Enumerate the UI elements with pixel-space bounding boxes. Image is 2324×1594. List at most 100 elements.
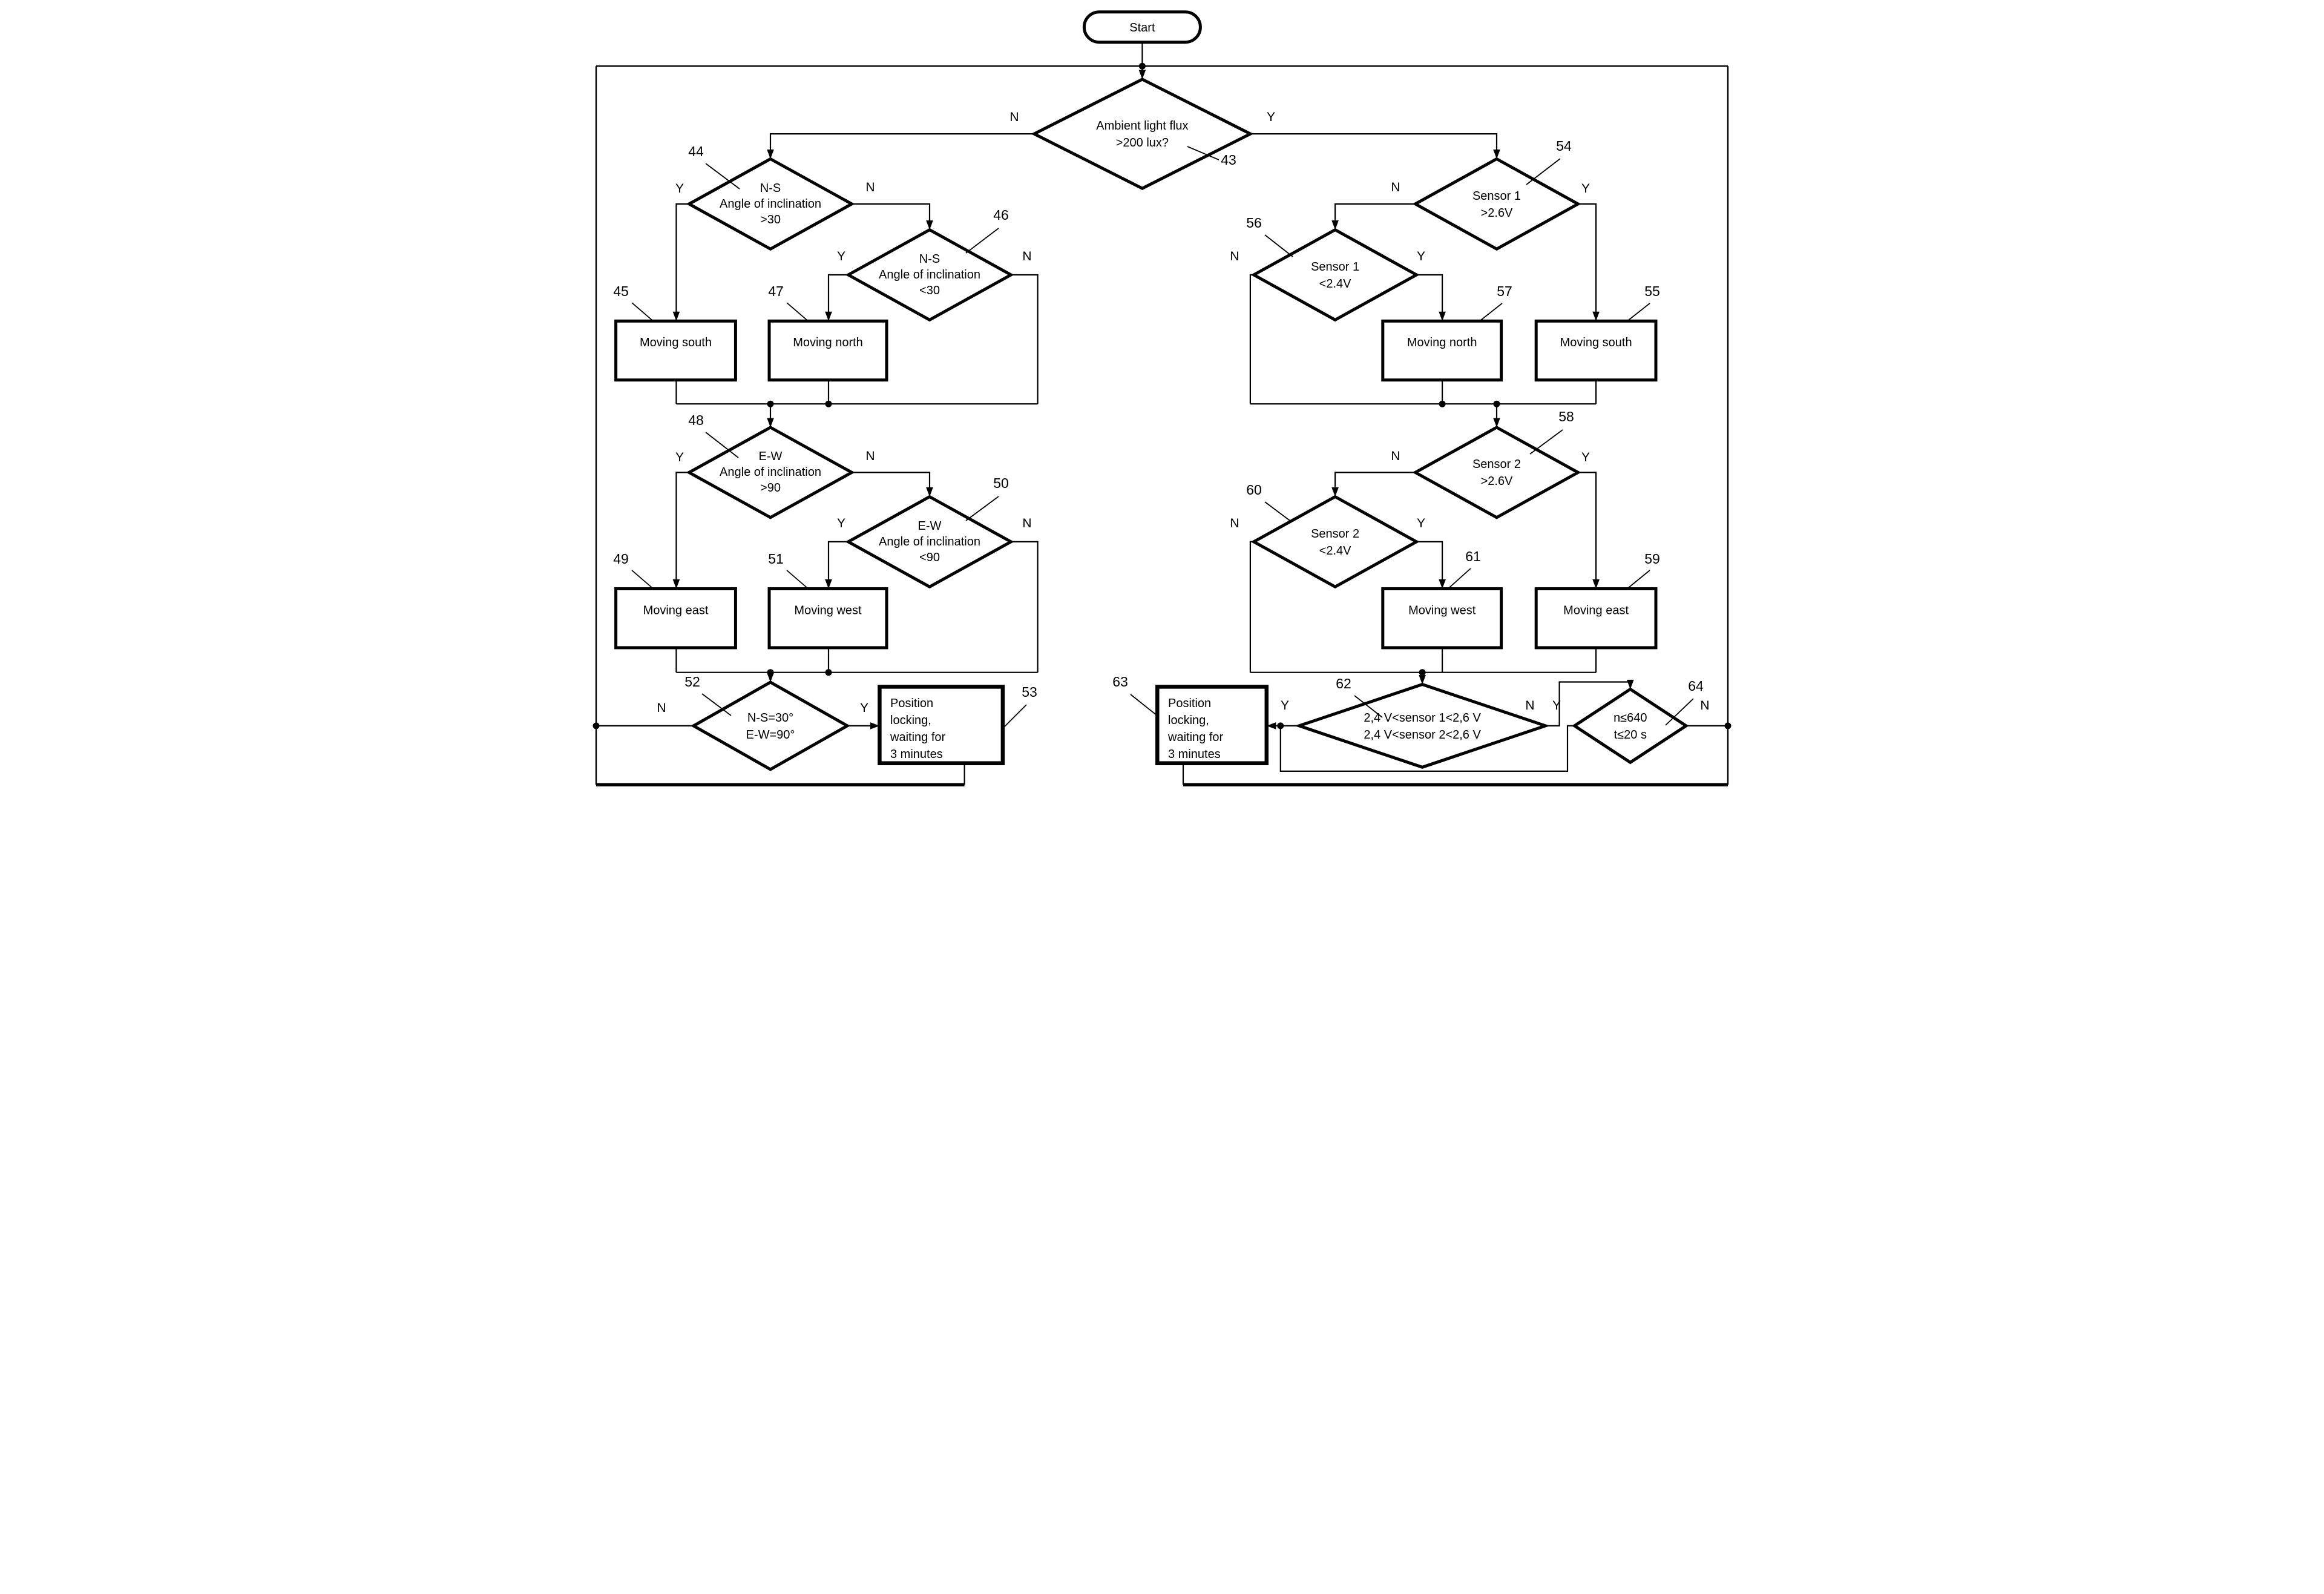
process-55-label: Moving south bbox=[1560, 336, 1632, 349]
decision-64-yes-label: Y bbox=[1552, 699, 1561, 713]
process-47-label: Moving north bbox=[793, 336, 863, 349]
process-61-shape bbox=[1381, 587, 1503, 650]
decision-60-line1: Sensor 2 bbox=[1311, 527, 1359, 541]
arrowhead-into-60 bbox=[1331, 487, 1339, 497]
ref-51-leader bbox=[786, 570, 809, 590]
process-53: Position locking, waiting for 3 minutes … bbox=[878, 684, 1037, 765]
ref-62: 62 bbox=[1336, 676, 1351, 691]
process-53-line3: waiting for bbox=[890, 731, 945, 744]
arrowhead-into-57 bbox=[1439, 311, 1446, 321]
decision-44: N-S Angle of inclination >30 44 Y N bbox=[675, 143, 875, 251]
edge-58-yes-to-59 bbox=[1578, 472, 1597, 589]
ref-53: 53 bbox=[1022, 684, 1037, 700]
junction-dot-coll2-a bbox=[767, 669, 774, 676]
ref-52: 52 bbox=[684, 674, 700, 690]
decision-52-line1: N-S=30° bbox=[747, 711, 793, 725]
edge-44-yes-to-45 bbox=[675, 203, 689, 321]
process-47-shape bbox=[767, 319, 888, 382]
decision-54-line2: >2.6V bbox=[1481, 206, 1513, 220]
ref-49-leader bbox=[631, 570, 654, 590]
ref-51: 51 bbox=[768, 551, 784, 567]
ref-53-leader bbox=[1003, 704, 1027, 728]
decision-54: Sensor 1 >2.6V 54 N Y bbox=[1391, 138, 1590, 251]
ref-54: 54 bbox=[1556, 138, 1572, 154]
ref-55: 55 bbox=[1644, 283, 1660, 299]
ref-43: 43 bbox=[1221, 152, 1236, 168]
decision-64-line2: t≤20 s bbox=[1614, 728, 1647, 742]
ref-46-leader bbox=[965, 228, 999, 254]
arrowhead-into-45 bbox=[672, 311, 680, 321]
process-63-shape bbox=[1155, 685, 1269, 765]
junction-dot-62-yes bbox=[1277, 722, 1284, 729]
decision-58-shape bbox=[1412, 426, 1581, 519]
ref-54-leader bbox=[1526, 158, 1561, 185]
process-59-shape bbox=[1534, 587, 1658, 650]
process-59: Moving east 59 bbox=[1534, 551, 1660, 650]
decision-64: n≤640 t≤20 s 64 Y N bbox=[1552, 678, 1710, 765]
ref-48: 48 bbox=[688, 412, 704, 428]
ref-47: 47 bbox=[768, 283, 784, 299]
junction-dot-coll1r-b bbox=[1493, 400, 1500, 407]
ref-56-leader bbox=[1264, 234, 1293, 257]
arrowhead-into-61 bbox=[1439, 579, 1446, 589]
decision-52-no-label: N bbox=[657, 701, 666, 715]
decision-58-line1: Sensor 2 bbox=[1472, 458, 1521, 471]
ref-55-leader bbox=[1626, 303, 1650, 322]
ref-63: 63 bbox=[1112, 674, 1128, 690]
decision-56-line1: Sensor 1 bbox=[1311, 260, 1359, 274]
decision-50-shape bbox=[845, 495, 1014, 589]
process-45: Moving south 45 bbox=[613, 283, 737, 382]
ref-44: 44 bbox=[688, 143, 704, 159]
decision-43-shape bbox=[1031, 77, 1254, 191]
process-51: Moving west 51 bbox=[767, 551, 888, 650]
process-55: Moving south 55 bbox=[1534, 283, 1660, 382]
decision-50-line1: E-W bbox=[918, 519, 942, 533]
start-shape bbox=[1082, 10, 1202, 44]
decision-50-no-label: N bbox=[1022, 516, 1031, 530]
decision-48-yes-label: Y bbox=[675, 450, 684, 464]
decision-50: E-W Angle of inclination <90 50 Y N bbox=[837, 475, 1032, 589]
decision-62-line1: 2,4 V<sensor 1<2,6 V bbox=[1364, 711, 1481, 725]
decision-43-no-label: N bbox=[1009, 110, 1019, 124]
flowchart-figure: Start Ambient light flux >200 lux? 43 N … bbox=[581, 0, 1743, 797]
process-47: Moving north 47 bbox=[767, 283, 888, 382]
process-51-shape bbox=[767, 587, 888, 650]
arrowhead-into-47 bbox=[825, 311, 832, 321]
edge-54-yes-to-55 bbox=[1578, 203, 1597, 321]
decision-62-yes-label: Y bbox=[1281, 699, 1289, 713]
process-57: Moving north 57 bbox=[1381, 283, 1512, 382]
ref-60-leader bbox=[1264, 501, 1292, 522]
ref-43-leader bbox=[1187, 146, 1219, 160]
ref-57-leader bbox=[1479, 303, 1503, 322]
process-61: Moving west 61 bbox=[1381, 548, 1503, 650]
decision-64-line1: n≤640 bbox=[1613, 711, 1647, 725]
decision-43: Ambient light flux >200 lux? 43 N Y bbox=[1009, 77, 1275, 191]
decision-52-yes-label: Y bbox=[860, 701, 868, 715]
process-45-label: Moving south bbox=[640, 336, 712, 349]
decision-43-line1: Ambient light flux bbox=[1096, 119, 1188, 133]
junction-dot-coll1r-a bbox=[1439, 400, 1446, 407]
decision-56-no-label: N bbox=[1230, 249, 1239, 263]
process-63-line2: locking, bbox=[1168, 714, 1209, 727]
decision-62-shape bbox=[1294, 682, 1551, 769]
decision-46-yes-label: Y bbox=[837, 249, 845, 263]
process-53-line1: Position bbox=[890, 697, 933, 710]
ref-63-leader bbox=[1130, 694, 1158, 716]
ref-45-leader bbox=[631, 302, 654, 322]
process-63-line3: waiting for bbox=[1167, 731, 1223, 744]
decision-46-line1: N-S bbox=[919, 252, 940, 266]
decision-54-line1: Sensor 1 bbox=[1472, 189, 1521, 203]
ref-59: 59 bbox=[1644, 551, 1660, 567]
ref-49: 49 bbox=[613, 551, 629, 567]
ref-56: 56 bbox=[1246, 215, 1262, 231]
edge-46-no-down bbox=[1011, 274, 1039, 404]
decision-60-yes-label: Y bbox=[1417, 516, 1425, 530]
decision-48: E-W Angle of inclination >90 48 Y N bbox=[675, 412, 875, 519]
decision-46-line3: <30 bbox=[919, 284, 940, 297]
process-53-shape bbox=[878, 685, 1005, 765]
arrowhead-into-53 bbox=[870, 722, 880, 729]
process-63-line4: 3 minutes bbox=[1168, 748, 1221, 761]
process-63-line1: Position bbox=[1168, 697, 1211, 710]
decision-58-line2: >2.6V bbox=[1481, 475, 1513, 488]
junction-dot-coll2-b bbox=[825, 669, 832, 676]
